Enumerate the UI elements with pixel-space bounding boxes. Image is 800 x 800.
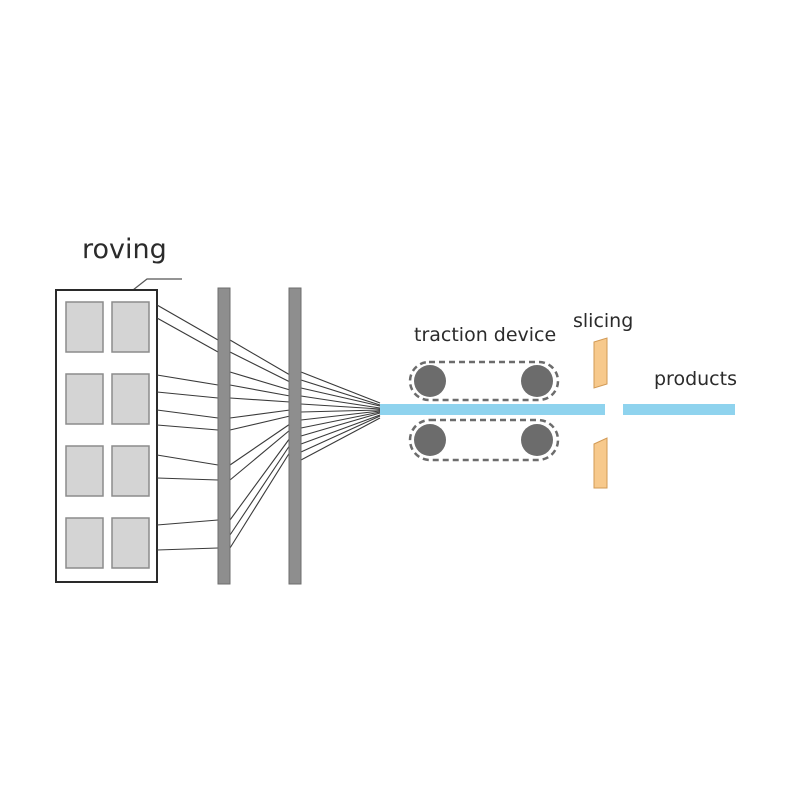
roving-spool (111, 517, 150, 569)
roving-spools (65, 301, 150, 569)
finished-product (623, 404, 735, 415)
slicing-label: slicing (573, 310, 633, 332)
fibers-creel-to-guide (156, 304, 219, 551)
roving-spool (65, 517, 104, 569)
roller (521, 365, 553, 397)
products-label: products (654, 368, 737, 390)
roller (414, 424, 446, 456)
roving-spool (111, 445, 150, 497)
roving-leader-line (132, 278, 182, 291)
roving-label: roving (82, 234, 167, 265)
lower-belt (408, 418, 560, 462)
lower-blade (593, 437, 608, 489)
fibers-guide-to-guide (229, 339, 291, 549)
traction-device (408, 360, 560, 462)
roller (414, 365, 446, 397)
guide-bar-1 (217, 287, 231, 585)
roving-spool (65, 301, 104, 353)
roving-spool (65, 373, 104, 425)
profile-strand (380, 404, 605, 415)
traction-device-label: traction device (414, 324, 556, 346)
roller (521, 424, 553, 456)
roving-spool (111, 301, 150, 353)
upper-blade (593, 337, 608, 389)
guide-bar-2 (288, 287, 302, 585)
roving-spool (65, 445, 104, 497)
roving-spool (111, 373, 150, 425)
upper-belt (408, 360, 560, 402)
fibers-guide-to-die (300, 371, 381, 461)
